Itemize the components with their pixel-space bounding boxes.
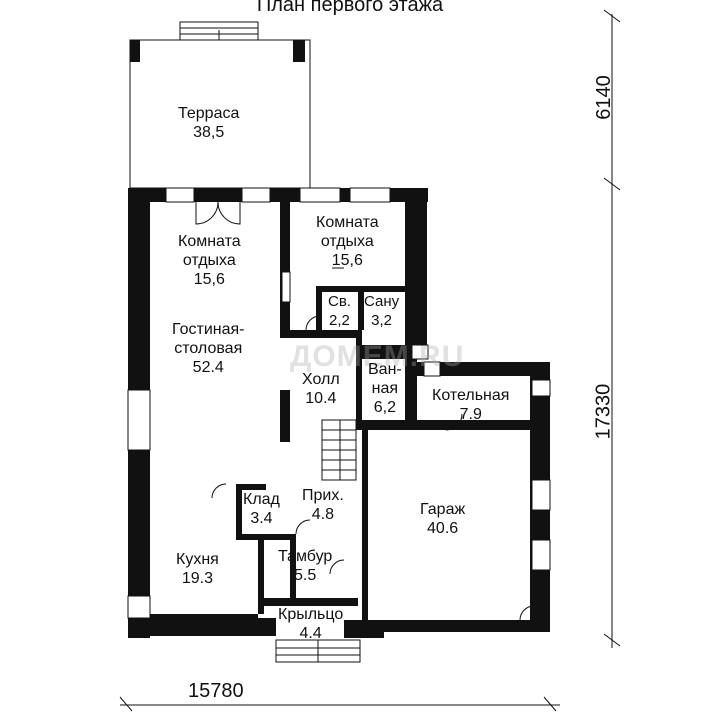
- room-garage: Гараж 40.6: [420, 500, 465, 538]
- room-hall: Холл 10.4: [302, 370, 340, 408]
- interior-walls: [236, 188, 531, 630]
- room-area: 19.3: [181, 570, 213, 587]
- room-vestibule: Тамбур 5.5: [278, 547, 332, 585]
- room-rest-2: Комната отдыха 15,6: [316, 213, 379, 270]
- room-name: Комната: [178, 233, 241, 250]
- room-terrace: Терраса 38,5: [178, 104, 239, 142]
- room-name: Комната: [316, 214, 379, 231]
- room-name: Гараж: [420, 501, 466, 518]
- plan-title: План первого этажа: [256, 0, 444, 16]
- room-area: 3.4: [250, 510, 273, 527]
- room-area: 6,2: [373, 399, 396, 416]
- room-area: 4.8: [311, 506, 335, 523]
- room-area: 52.4: [192, 359, 224, 376]
- room-rest-1: Комната отдыха 15,6: [178, 232, 241, 289]
- room-name: Св.: [328, 293, 351, 310]
- room-storage: Клад 3.4: [243, 490, 280, 528]
- room-name-2: столовая: [174, 340, 243, 357]
- room-wc: Св. 2,2: [328, 292, 351, 330]
- staircase: [321, 419, 357, 481]
- room-area: 40.6: [427, 520, 459, 537]
- dimension-main-height: 17330: [592, 383, 615, 440]
- room-living-dining: Гостиная- столовая 52.4: [172, 320, 244, 377]
- room-name: Прих.: [302, 487, 344, 504]
- room-entry: Прих. 4.8: [302, 486, 344, 524]
- room-area: 7.9: [459, 406, 482, 423]
- windows: [127, 187, 551, 619]
- room-area: 3,2: [371, 312, 392, 329]
- room-name-2: отдыха: [182, 252, 236, 269]
- room-bathroom: Ван- ная 6,2: [368, 360, 402, 417]
- room-name: Гостиная-: [172, 321, 245, 338]
- room-name: Кухня: [176, 551, 219, 568]
- room-name-2: ная: [371, 380, 399, 397]
- room-area: 10.4: [305, 390, 337, 407]
- room-porch: Крыльцо 4.4: [278, 605, 343, 643]
- room-name: Котельная: [432, 387, 510, 404]
- room-name: Сану: [364, 293, 400, 310]
- room-name: Клад: [243, 491, 280, 508]
- room-name: Ван-: [368, 361, 402, 378]
- watermark: ДОМЕМ.RU: [290, 340, 465, 373]
- room-boiler: Котельная 7.9: [432, 386, 509, 424]
- porch-steps: [275, 639, 361, 663]
- room-sanuzel: Сану 3,2: [364, 292, 399, 330]
- room-area: 2,2: [329, 312, 350, 329]
- room-area: 15,6: [331, 252, 363, 269]
- dimension-width: 15780: [188, 680, 244, 702]
- room-area: 38,5: [193, 124, 225, 141]
- room-area: 5.5: [294, 567, 317, 584]
- room-area: 15,6: [193, 271, 225, 288]
- room-name: Тамбур: [278, 548, 333, 565]
- room-name: Холл: [302, 371, 340, 388]
- room-area: 4.4: [299, 625, 322, 642]
- dimension-lines: [119, 9, 621, 712]
- room-name-2: отдыха: [320, 233, 374, 250]
- room-kitchen: Кухня 19.3: [176, 550, 219, 588]
- doors: [195, 201, 535, 621]
- room-name: Крыльцо: [278, 606, 344, 623]
- room-name: Терраса: [178, 105, 240, 122]
- dimension-terrace: 6140: [592, 75, 615, 120]
